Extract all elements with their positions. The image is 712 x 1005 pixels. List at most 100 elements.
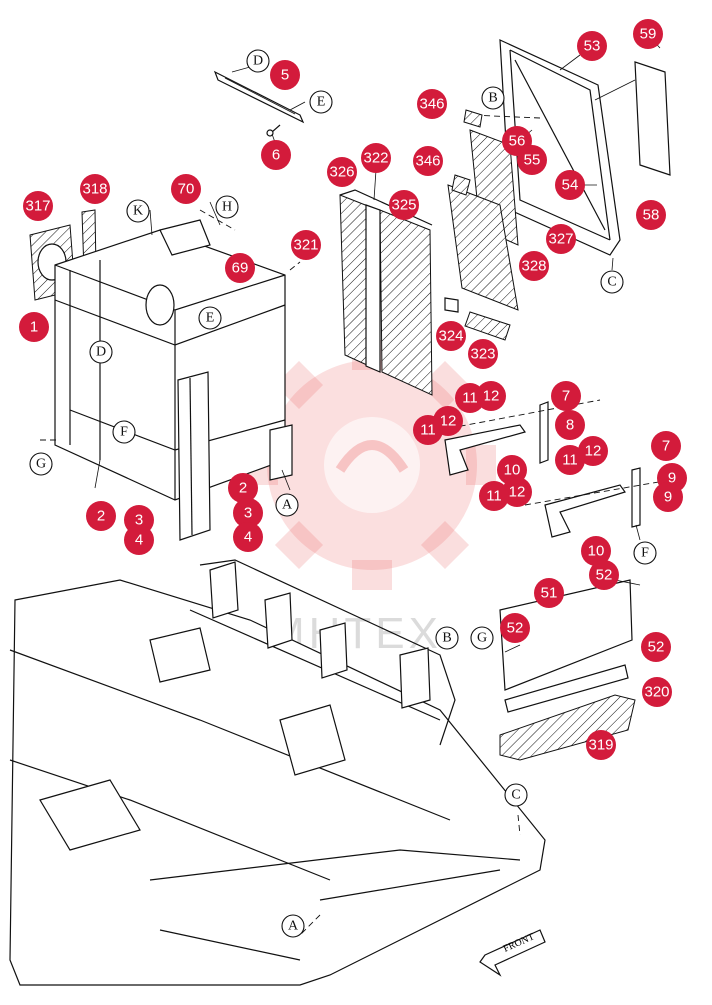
part-callout-324[interactable]: 324 <box>436 321 466 351</box>
ref-letter-a[interactable]: A <box>281 914 305 938</box>
part-callout-322[interactable]: 322 <box>361 143 391 173</box>
part-callout-328[interactable]: 328 <box>519 251 549 281</box>
svg-text:10: 10 <box>504 462 521 479</box>
ref-letter-g[interactable]: G <box>470 626 494 650</box>
svg-text:325: 325 <box>391 197 416 214</box>
part-callout-326[interactable]: 326 <box>327 157 357 187</box>
ref-letter-c[interactable]: C <box>504 783 528 807</box>
svg-text:G: G <box>477 631 487 646</box>
svg-text:12: 12 <box>483 388 500 405</box>
svg-text:52: 52 <box>596 567 613 584</box>
part-callout-318[interactable]: 318 <box>80 174 110 204</box>
part-callout-2[interactable]: 2 <box>228 473 258 503</box>
svg-text:2: 2 <box>97 508 105 525</box>
ref-letter-a[interactable]: A <box>275 493 299 517</box>
svg-text:320: 320 <box>644 684 669 701</box>
svg-text:69: 69 <box>232 260 249 277</box>
part-callout-52[interactable]: 52 <box>641 632 671 662</box>
svg-text:324: 324 <box>438 328 463 345</box>
part-callout-319[interactable]: 319 <box>586 730 616 760</box>
ref-letter-g[interactable]: G <box>29 452 53 476</box>
part-callout-317[interactable]: 317 <box>23 191 53 221</box>
part-callout-70[interactable]: 70 <box>171 174 201 204</box>
ref-letter-f[interactable]: F <box>633 541 657 565</box>
part-callout-55[interactable]: 55 <box>517 145 547 175</box>
svg-text:346: 346 <box>419 96 444 113</box>
svg-text:4: 4 <box>244 529 252 546</box>
part-callout-346[interactable]: 346 <box>417 89 447 119</box>
ref-letter-d[interactable]: D <box>89 340 113 364</box>
svg-text:1: 1 <box>30 319 38 336</box>
part-callout-52[interactable]: 52 <box>500 613 530 643</box>
part-callout-11[interactable]: 11 <box>555 445 585 475</box>
svg-text:11: 11 <box>462 390 478 407</box>
part-callout-320[interactable]: 320 <box>642 677 672 707</box>
part-callout-12[interactable]: 12 <box>502 477 532 507</box>
svg-text:7: 7 <box>662 438 670 455</box>
part-callout-52[interactable]: 52 <box>589 560 619 590</box>
part-callout-2[interactable]: 2 <box>86 501 116 531</box>
part-callout-12[interactable]: 12 <box>578 436 608 466</box>
svg-text:346: 346 <box>415 153 440 170</box>
part-callout-11[interactable]: 11 <box>479 481 509 511</box>
filter-panels <box>444 109 519 341</box>
svg-text:B: B <box>442 631 451 646</box>
svg-text:E: E <box>206 311 215 326</box>
svg-text:326: 326 <box>329 164 354 181</box>
svg-text:327: 327 <box>548 231 573 248</box>
svg-text:9: 9 <box>664 489 672 506</box>
part-callout-59[interactable]: 59 <box>633 19 663 49</box>
svg-text:G: G <box>36 457 46 472</box>
ref-letter-e[interactable]: E <box>309 90 333 114</box>
ref-letter-d[interactable]: D <box>246 49 270 73</box>
ref-letter-k[interactable]: K <box>126 199 150 223</box>
svg-text:12: 12 <box>509 484 526 501</box>
part-callout-1[interactable]: 1 <box>19 312 49 342</box>
part-callout-325[interactable]: 325 <box>389 190 419 220</box>
svg-text:317: 317 <box>25 198 50 215</box>
ref-letter-c[interactable]: C <box>600 270 624 294</box>
ref-letter-h[interactable]: H <box>215 195 239 219</box>
part-callout-53[interactable]: 53 <box>577 31 607 61</box>
part-callout-7[interactable]: 7 <box>551 381 581 411</box>
part-callout-58[interactable]: 58 <box>636 200 666 230</box>
ref-letter-b[interactable]: B <box>435 626 459 650</box>
ref-letter-b[interactable]: B <box>481 86 505 110</box>
svg-text:3: 3 <box>244 505 252 522</box>
part-callout-5[interactable]: 5 <box>270 60 300 90</box>
chassis <box>9 559 546 986</box>
part-callout-7[interactable]: 7 <box>651 431 681 461</box>
part-callout-321[interactable]: 321 <box>291 230 321 260</box>
part-callout-11[interactable]: 11 <box>413 415 443 445</box>
svg-text:53: 53 <box>584 38 601 55</box>
part-callout-11[interactable]: 11 <box>455 383 485 413</box>
svg-text:12: 12 <box>440 413 457 430</box>
svg-text:A: A <box>282 498 293 513</box>
svg-text:K: K <box>133 204 143 219</box>
svg-text:D: D <box>96 345 106 360</box>
svg-text:318: 318 <box>82 181 107 198</box>
svg-text:11: 11 <box>420 422 436 439</box>
svg-text:C: C <box>607 275 616 290</box>
svg-text:323: 323 <box>470 346 495 363</box>
svg-text:51: 51 <box>541 585 558 602</box>
part-callout-346[interactable]: 346 <box>413 146 443 176</box>
part-callout-8[interactable]: 8 <box>555 410 585 440</box>
ref-letter-f[interactable]: F <box>112 420 136 444</box>
part-callout-9[interactable]: 9 <box>653 482 683 512</box>
ref-letter-e[interactable]: E <box>198 306 222 330</box>
bracket-part <box>213 70 305 137</box>
part-callout-4[interactable]: 4 <box>233 522 263 552</box>
part-callout-3[interactable]: 3 <box>233 498 263 528</box>
part-callout-6[interactable]: 6 <box>261 140 291 170</box>
main-frame <box>40 209 301 541</box>
part-callout-327[interactable]: 327 <box>546 224 576 254</box>
part-callout-4[interactable]: 4 <box>124 525 154 555</box>
part-callout-10[interactable]: 10 <box>581 536 611 566</box>
part-callout-54[interactable]: 54 <box>555 170 585 200</box>
part-callout-51[interactable]: 51 <box>534 578 564 608</box>
part-callout-323[interactable]: 323 <box>468 339 498 369</box>
svg-text:5: 5 <box>281 67 289 84</box>
part-callout-69[interactable]: 69 <box>225 253 255 283</box>
